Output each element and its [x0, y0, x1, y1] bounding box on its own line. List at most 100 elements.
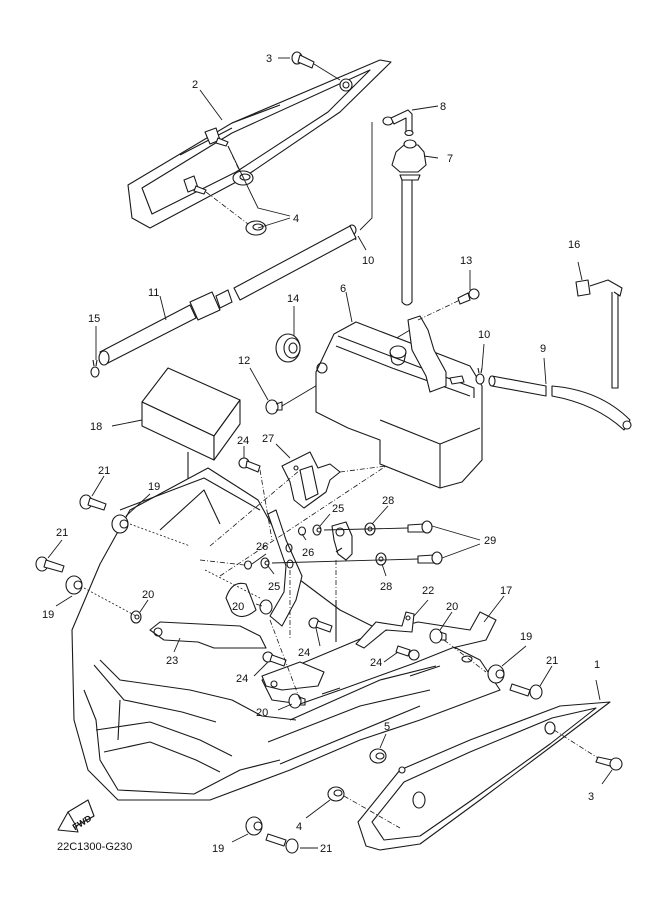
callout-16: 16: [568, 239, 580, 251]
side-cover-right[interactable]: [357, 701, 611, 851]
callout-29: 29: [484, 535, 496, 547]
under-cowl[interactable]: [71, 467, 501, 801]
callout-25-lower: 25: [268, 581, 280, 593]
callout-3-top: 3: [266, 53, 272, 65]
bracket-small[interactable]: [355, 611, 415, 649]
reservoir-tank[interactable]: [315, 315, 483, 489]
screw-left[interactable]: [35, 556, 65, 573]
hose-route-line: [359, 122, 373, 231]
bolt[interactable]: [457, 288, 480, 305]
callout-18: 18: [90, 421, 102, 433]
callout-labels: 1 2 3 3 4 4 5 6 7 8 9 10 10 11 12 13 14 …: [42, 53, 600, 855]
callout-20-lower: 20: [256, 707, 268, 719]
nut-lower[interactable]: [243, 560, 253, 570]
callout-9: 9: [540, 343, 546, 355]
screw-right[interactable]: [509, 683, 543, 700]
callout-13: 13: [460, 255, 472, 267]
damper-left[interactable]: [65, 575, 83, 595]
damper-upper[interactable]: [111, 514, 129, 534]
assembly-axes: [83, 465, 487, 701]
nut-upper[interactable]: [297, 526, 307, 536]
side-cover-left[interactable]: [127, 59, 392, 229]
bolt-axis: [417, 299, 461, 321]
screw-bottom-right[interactable]: [595, 756, 623, 771]
fwd-arrow-icon: FWD: [57, 799, 95, 833]
screw-axis: [553, 729, 599, 759]
callout-6: 6: [340, 283, 346, 295]
bolt-axis-lines: [271, 527, 419, 564]
callout-4-lower: 4: [296, 821, 302, 833]
collar[interactable]: [265, 399, 283, 415]
callout-19-left: 19: [42, 609, 54, 621]
bolt-right[interactable]: [395, 645, 420, 661]
damper-bottom[interactable]: [245, 816, 263, 836]
grommet-large[interactable]: [275, 333, 301, 363]
callout-24-left: 24: [236, 673, 248, 685]
washer-lower[interactable]: [375, 552, 387, 566]
callout-22: 22: [422, 585, 434, 597]
callout-23: 23: [166, 655, 178, 667]
stay[interactable]: [149, 621, 267, 649]
screw-top[interactable]: [291, 51, 341, 81]
callout-3-bottom: 3: [588, 791, 594, 803]
callout-20-center: 20: [232, 601, 244, 613]
collar-left[interactable]: [130, 610, 142, 624]
bolt-top[interactable]: [238, 457, 261, 473]
callout-24-mid: 24: [298, 647, 310, 659]
callout-20-right: 20: [446, 601, 458, 613]
callout-21-bottom: 21: [320, 843, 332, 855]
leader-lines: [47, 57, 613, 849]
callout-20-left: 20: [142, 589, 154, 601]
mount-bracket[interactable]: [267, 509, 353, 627]
grommet[interactable]: [369, 748, 406, 774]
callout-15: 15: [88, 313, 100, 325]
callout-14: 14: [287, 293, 299, 305]
clip-left[interactable]: [90, 359, 100, 378]
callout-28-upper: 28: [382, 495, 394, 507]
plate-axis: [339, 465, 387, 473]
callout-2: 2: [192, 79, 198, 91]
callout-24-right: 24: [370, 657, 382, 669]
callout-19-bottom: 19: [212, 843, 224, 855]
damper-block[interactable]: [141, 367, 241, 461]
collar-lower[interactable]: [260, 557, 270, 569]
callout-4-upper: 4: [293, 213, 299, 225]
diagram-code: 22C1300-G230: [57, 841, 132, 853]
bolt-pair[interactable]: [407, 520, 443, 565]
callout-12: 12: [238, 355, 250, 367]
collar-upper[interactable]: [312, 524, 322, 536]
grommet-lower[interactable]: [327, 786, 345, 802]
collar-lower-right[interactable]: [288, 693, 306, 709]
callout-21-upper: 21: [98, 465, 110, 477]
callout-28-lower: 28: [380, 581, 392, 593]
bolt-left[interactable]: [262, 651, 287, 667]
elbow-hose[interactable]: [382, 109, 414, 137]
callout-10-right: 10: [478, 329, 490, 341]
callout-7: 7: [447, 153, 453, 165]
callout-19-upper: 19: [148, 481, 160, 493]
collar-right[interactable]: [429, 628, 447, 644]
tank-cap[interactable]: [391, 139, 427, 306]
callout-26-upper: 26: [302, 547, 314, 559]
callout-17: 17: [500, 585, 512, 597]
stay-lower[interactable]: [261, 661, 325, 691]
bolt-mid[interactable]: [308, 617, 333, 633]
collar-center[interactable]: [225, 582, 273, 618]
clip-right[interactable]: [475, 367, 485, 385]
holder[interactable]: [575, 279, 623, 389]
screw-bottom[interactable]: [265, 833, 299, 854]
callout-21-right: 21: [546, 655, 558, 667]
callout-27: 27: [262, 433, 274, 445]
callout-11: 11: [148, 287, 159, 299]
callout-19-right: 19: [520, 631, 532, 643]
callout-8: 8: [440, 101, 446, 113]
callout-26-lower: 26: [256, 541, 268, 553]
damper-right[interactable]: [487, 664, 505, 684]
bracket-plate[interactable]: [281, 451, 341, 509]
screw-upper[interactable]: [79, 494, 107, 511]
breather-hose[interactable]: [98, 225, 357, 366]
callout-21-left: 21: [56, 527, 68, 539]
hose[interactable]: [488, 375, 632, 431]
callout-24-top: 24: [237, 435, 249, 447]
callout-5: 5: [384, 721, 390, 733]
